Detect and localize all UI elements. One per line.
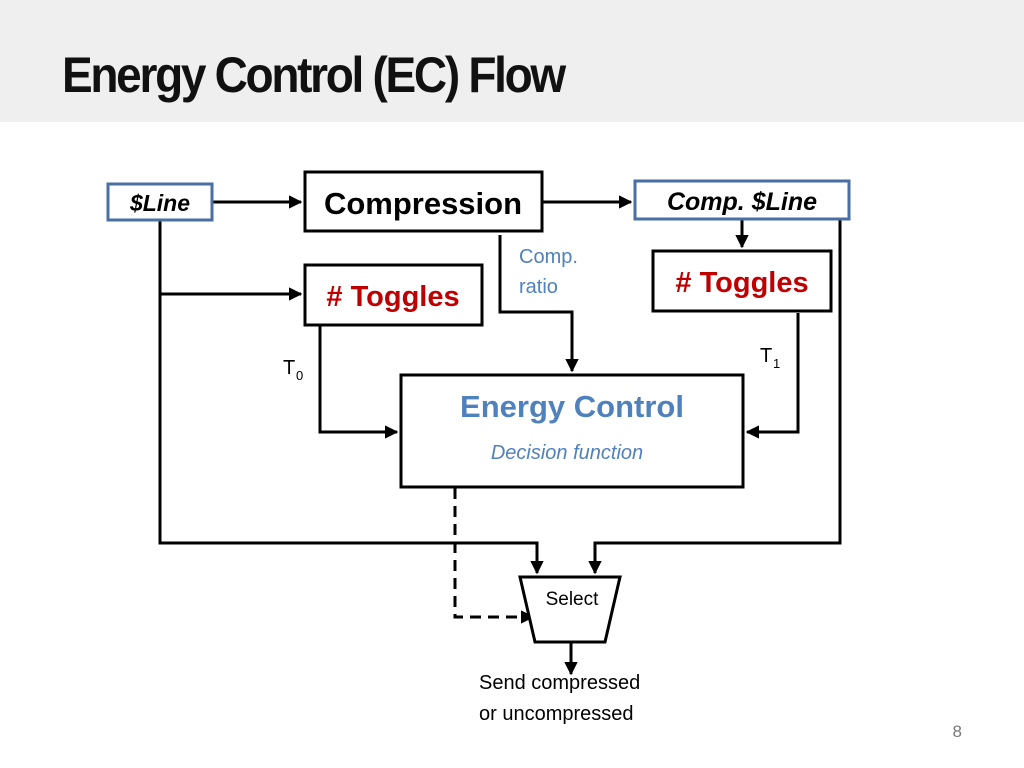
toggles-right-box: # Toggles [651, 249, 833, 313]
arrow-decision-to-select [453, 488, 535, 624]
page-number: 8 [952, 722, 962, 741]
select-mux: Select [518, 575, 622, 644]
toggles-left-box: # Toggles [303, 263, 484, 327]
t1-label-sub: 1 [773, 356, 780, 371]
title-bar: Energy Control (EC) Flow [0, 0, 1024, 122]
select-label: Select [546, 589, 600, 610]
comp-line-label: Comp. $Line [667, 188, 817, 216]
t0-label: T 0 [283, 357, 303, 383]
arrow-t1-to-energy-control [745, 313, 800, 439]
comp-ratio-label-line2: ratio [519, 276, 558, 298]
line-box-label: $Line [129, 190, 190, 216]
toggles-left-label: # Toggles [326, 281, 459, 313]
arrow-compratio-to-energy-control [498, 235, 579, 373]
energy-control-box: Energy Control Decision function [399, 373, 745, 489]
t0-label-base: T [283, 357, 295, 379]
output-label-line1: Send compressed [479, 672, 640, 694]
toggles-right-label: # Toggles [675, 267, 808, 299]
arrow-t0-to-energy-control [318, 326, 399, 439]
line-box: $Line [106, 182, 214, 222]
t1-label: T 1 [760, 345, 780, 371]
comp-ratio-label-line1: Comp. [519, 246, 578, 268]
comp-line-box: Comp. $Line [633, 179, 851, 221]
slide-title: Energy Control (EC) Flow [62, 47, 566, 103]
t0-label-sub: 0 [296, 368, 303, 383]
arrow-compline-to-select [588, 220, 842, 575]
decision-function-label: Decision function [491, 442, 643, 464]
output-label-line2: or uncompressed [479, 703, 634, 725]
t1-label-base: T [760, 345, 772, 367]
arrow-line-to-select [158, 221, 544, 575]
energy-control-label: Energy Control [460, 389, 684, 424]
compression-box: Compression [303, 170, 544, 233]
compression-label: Compression [324, 186, 522, 221]
